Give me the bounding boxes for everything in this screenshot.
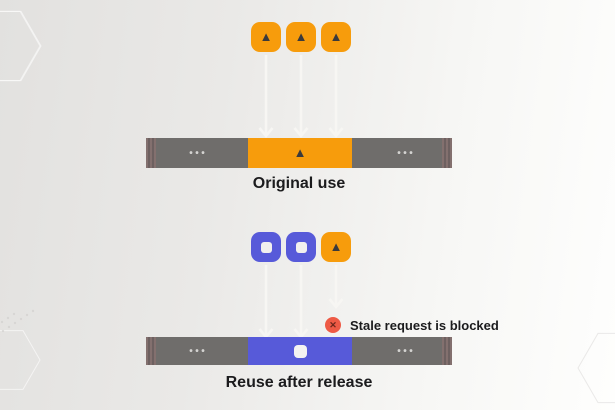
triangle-icon: ▲	[329, 28, 343, 44]
triangle-icon: ▲	[329, 238, 343, 254]
ellipsis-icon: •••	[397, 147, 416, 159]
error-x-icon: ✕	[325, 317, 341, 333]
triangle-icon: ▲	[293, 144, 307, 160]
request-token-stale-triangle: ▲	[321, 232, 351, 262]
square-icon	[295, 241, 307, 253]
allocated-slot-purple	[248, 337, 352, 365]
down-arrow-icon	[293, 265, 309, 340]
blocked-annotation-text: Stale request is blocked	[350, 317, 499, 333]
blocked-annotation: ✕ Stale request is blocked	[325, 317, 499, 333]
bar-end-cap	[442, 337, 452, 365]
memory-bar-reused: ••• •••	[146, 337, 452, 365]
down-arrow-icon	[258, 55, 274, 139]
triangle-icon: ▲	[294, 28, 308, 44]
caption-original-use: Original use	[252, 175, 346, 192]
ellipsis-icon: •••	[189, 147, 208, 159]
square-icon	[260, 241, 272, 253]
caption-reuse-after-release: Reuse after release	[225, 374, 373, 391]
request-token-square-2	[286, 232, 316, 262]
memory-bar-original: ••• ••• ▲	[146, 138, 452, 168]
allocated-slot-orange: ▲	[248, 138, 352, 168]
request-token-triangle-1: ▲	[251, 22, 281, 52]
bar-end-cap	[442, 138, 452, 168]
down-arrow-icon	[328, 55, 344, 139]
bar-end-cap	[146, 138, 156, 168]
bar-end-cap	[146, 337, 156, 365]
down-arrow-icon	[258, 265, 274, 340]
triangle-icon: ▲	[259, 28, 273, 44]
square-icon	[293, 344, 307, 358]
request-token-triangle-3: ▲	[321, 22, 351, 52]
blocked-down-arrow-icon	[328, 265, 344, 310]
ellipsis-icon: •••	[397, 345, 416, 357]
x-glyph: ✕	[329, 319, 337, 330]
down-arrow-icon	[293, 55, 309, 139]
request-token-triangle-2: ▲	[286, 22, 316, 52]
ellipsis-icon: •••	[189, 345, 208, 357]
request-token-square-1	[251, 232, 281, 262]
